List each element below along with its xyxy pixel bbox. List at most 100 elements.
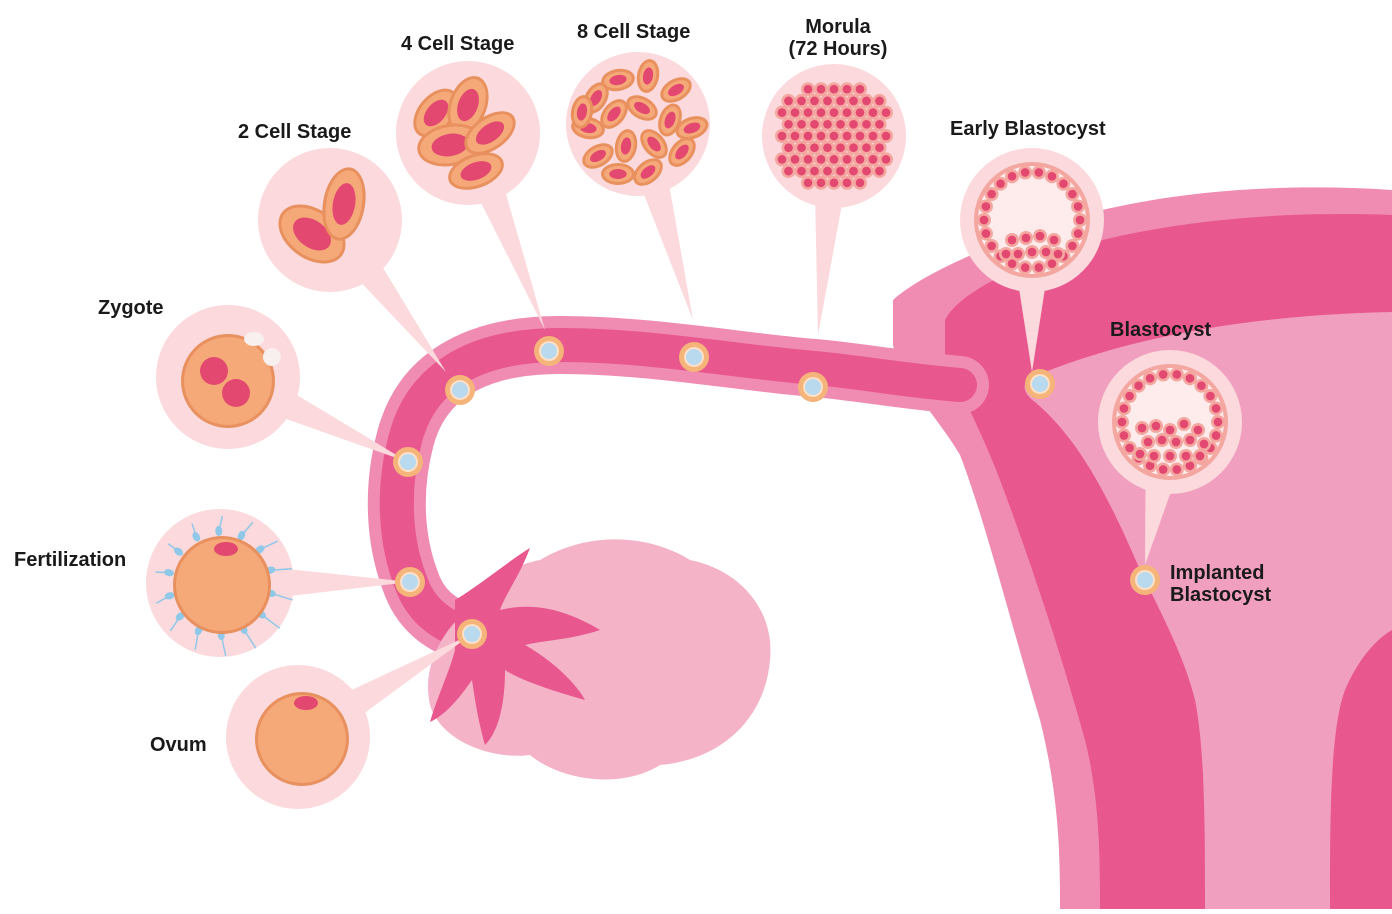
inner-cell-core (1007, 235, 1017, 245)
morula-cell-core (842, 108, 852, 117)
inner-cell-core (1049, 235, 1059, 245)
sperm-head (164, 569, 174, 577)
path-marker-core (805, 379, 821, 395)
morula-cell-core (790, 108, 800, 117)
morula-cell-core (855, 131, 865, 141)
trophoblast-cell-core (979, 215, 989, 225)
morula-cell-core (862, 143, 871, 153)
morula-cell-core (842, 84, 852, 94)
blastomere (464, 111, 516, 155)
ovum-cell (255, 692, 349, 786)
ovum-body (258, 695, 346, 783)
label-2-cell-stage: 2 Cell Stage (238, 121, 352, 143)
path-marker-core (1137, 572, 1153, 588)
blastomere-nucleus (475, 121, 505, 145)
path-marker-core (452, 382, 468, 398)
blastomere (601, 68, 635, 92)
blastomere (658, 103, 682, 137)
pointer-morula (815, 196, 843, 335)
morula-cell-core (855, 178, 865, 188)
polar-body (263, 348, 281, 366)
trophoblast-cell-core (1059, 179, 1068, 189)
path-marker-core (400, 454, 416, 470)
sperm-head (175, 612, 185, 621)
inner-cell-core (1021, 233, 1031, 243)
fertilization-egg (176, 539, 268, 631)
pointer-four-cell (477, 185, 545, 330)
morula-cell-core (868, 108, 878, 117)
trophoblast-cell-core (1007, 171, 1017, 181)
blastomere (614, 129, 638, 163)
pointer-zygote (278, 390, 408, 462)
trophoblast-cell-core (1068, 241, 1077, 251)
path-marker-core (464, 626, 480, 642)
pointer-fertilization (283, 568, 410, 597)
morula-cell-core (875, 119, 884, 129)
label-fertilization: Fertilization (14, 549, 127, 571)
morula-cell-core (803, 178, 813, 188)
blastomere-nucleus (423, 99, 449, 127)
label-blastocyst: Blastocyst (1110, 319, 1212, 341)
morula-cell-core (816, 155, 826, 164)
morula-cell-core (849, 96, 858, 106)
trophoblast-cell-core (1034, 168, 1044, 177)
blastomere (417, 123, 483, 167)
morula-cell-core (777, 155, 787, 164)
morula-cell-core (875, 143, 884, 153)
morula-cell-core (862, 96, 871, 106)
morula-cell-core (784, 143, 793, 153)
polar-body (244, 332, 264, 346)
morula-cell-core (816, 178, 826, 188)
blastomere (583, 82, 609, 114)
morula-cell-core (816, 84, 826, 94)
trophoblast-cell-core (1145, 373, 1155, 383)
morula-cell-core (803, 84, 813, 94)
blastomere-nucleus (293, 217, 331, 251)
morula-cell-core (836, 143, 845, 153)
trophoblast-cell-core (1158, 465, 1168, 474)
blastomere-nucleus (576, 103, 588, 121)
morula-cell-core (849, 143, 858, 153)
blastocoel (978, 166, 1086, 274)
ovum-nucleus (294, 696, 318, 710)
inner-cell-core (1041, 247, 1051, 257)
path-marker-core (1032, 376, 1048, 392)
blastomere-nucleus (642, 67, 654, 85)
trophoblast-cell-core (1119, 431, 1129, 440)
trophoblast-cell-core (1020, 168, 1030, 177)
morula-cell-core (868, 131, 878, 141)
trophoblast-cell-core (1034, 263, 1044, 272)
callout-bubbles (146, 52, 1242, 809)
trophoblast-cell-core (981, 229, 991, 238)
blastomere-nucleus (647, 136, 661, 152)
morula-cell-core (881, 108, 891, 117)
zygote-cell (181, 332, 281, 428)
pointer-ovum (344, 634, 472, 718)
inner-cell-core (1035, 231, 1045, 241)
morula-cell-core (875, 96, 884, 106)
path-marker-core (686, 349, 702, 365)
blastomere (448, 152, 504, 190)
morula-cell-core (855, 108, 865, 117)
inner-cell-core (1137, 423, 1147, 433)
trophoblast-cell-core (1073, 202, 1083, 211)
trophoblast-cell-core (1125, 443, 1134, 453)
sperm-head (215, 526, 223, 537)
uterus (893, 187, 1392, 910)
blastomere (570, 95, 594, 129)
trophoblast-cell-core (1125, 391, 1134, 401)
path-marker-core (402, 574, 418, 590)
pointer-two-cell (356, 260, 446, 372)
label-implanted-blastocyst: Blastocyst (1170, 584, 1272, 606)
morula-cell-core (881, 131, 891, 141)
morula-cell-core (855, 155, 865, 164)
zygote-body (184, 337, 272, 425)
inner-cell-core (1179, 419, 1189, 429)
morula-cell-core (823, 119, 832, 129)
morula-cell-core (836, 166, 845, 176)
trophoblast-cell-core (1068, 189, 1077, 199)
inner-cell-core (1199, 439, 1209, 449)
blastomere (636, 59, 660, 93)
pointer-early-blastocyst (1018, 282, 1046, 372)
blastomere-nucleus (460, 161, 492, 181)
